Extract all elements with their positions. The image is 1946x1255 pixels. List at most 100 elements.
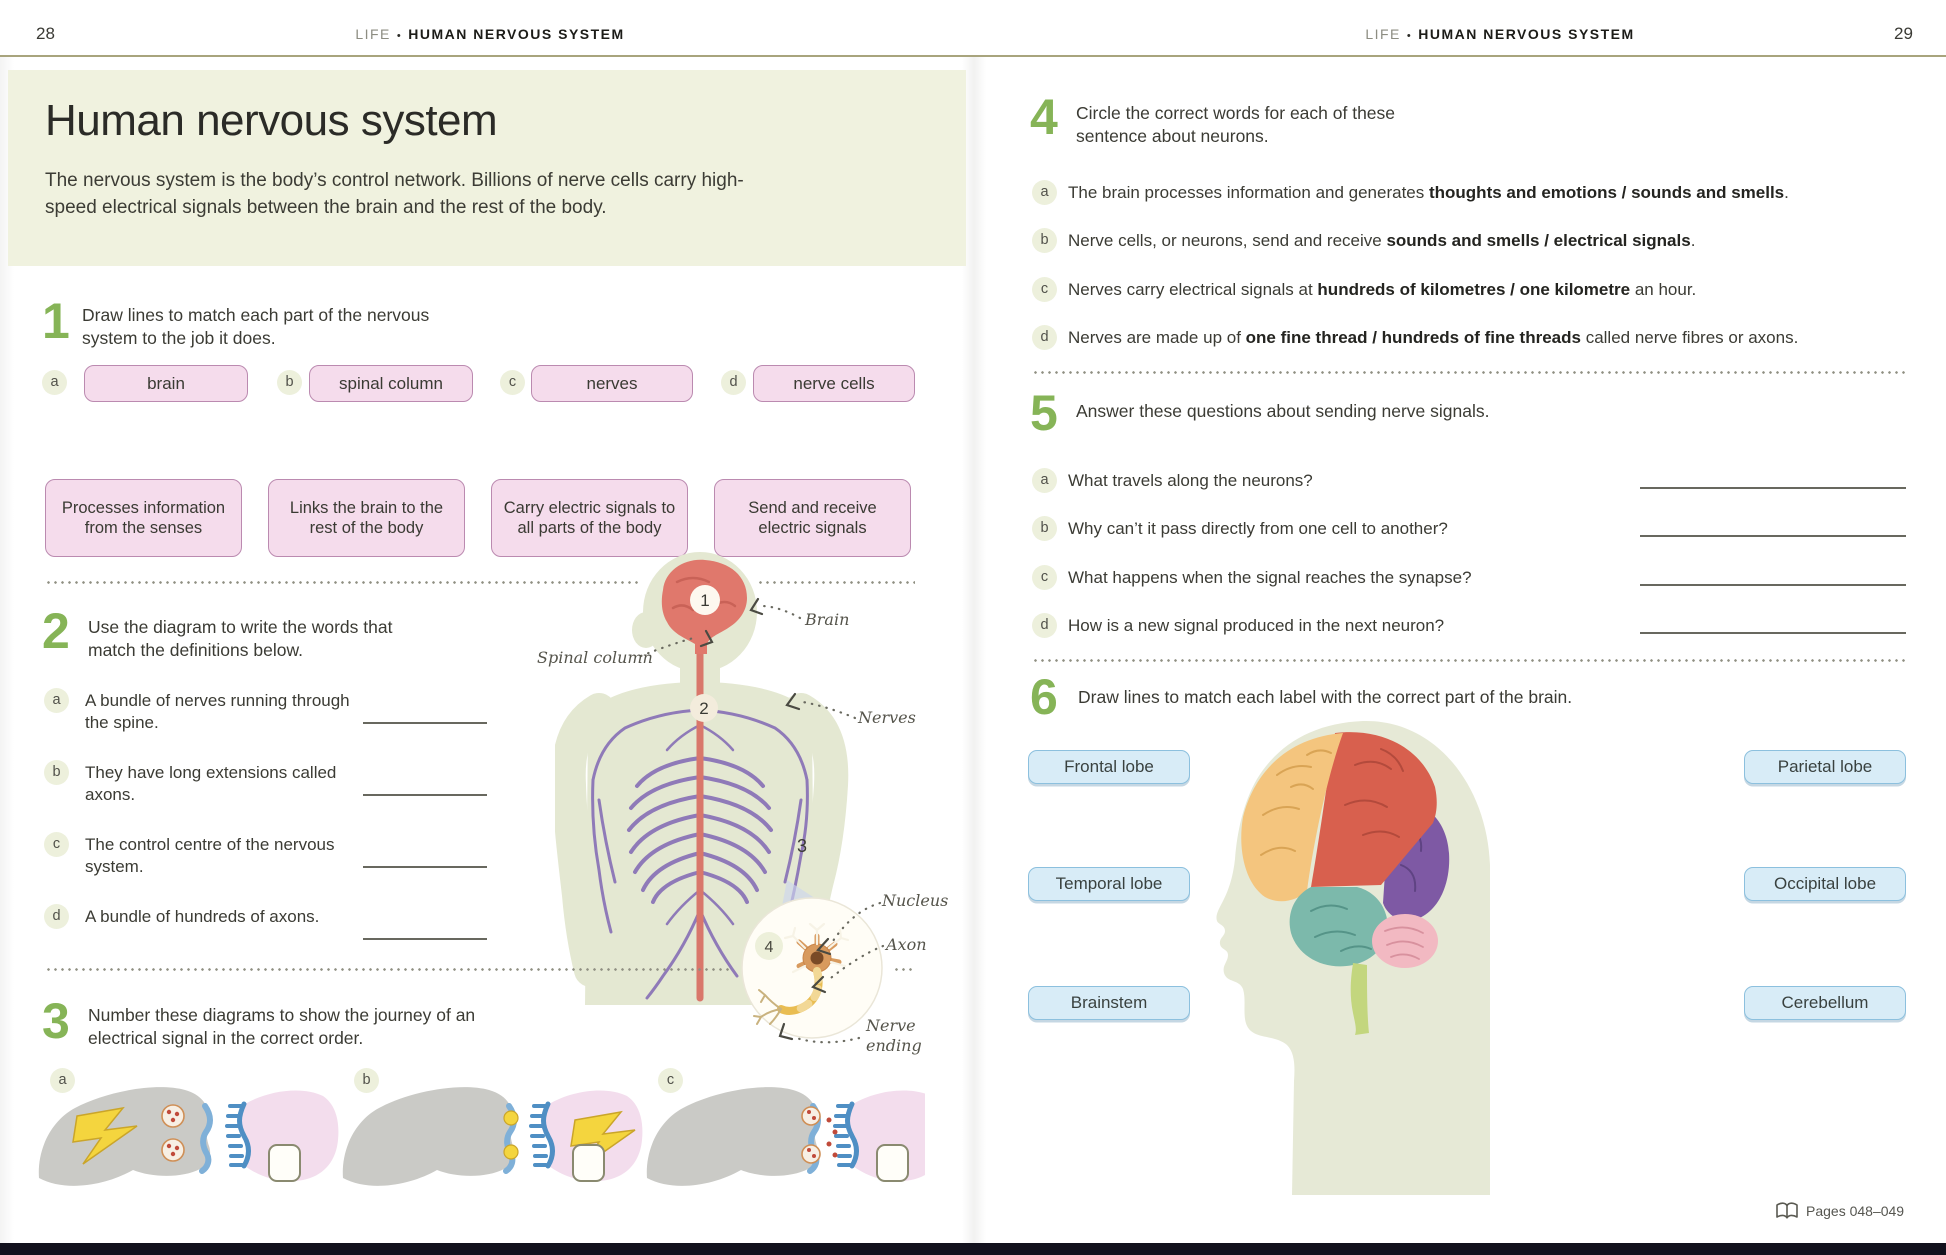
sentence-letter-a: a <box>1032 180 1057 205</box>
sentence-b-choices[interactable]: sounds and smells / electrical signals <box>1386 231 1691 250</box>
running-header-right: LIFE • HUMAN NERVOUS SYSTEM <box>1260 26 1740 42</box>
marker-2: 2 <box>699 699 708 718</box>
sentence-letter-b: b <box>1032 228 1057 253</box>
answer-line-2b[interactable] <box>363 793 487 796</box>
label-nerve-ending-line2: ending <box>866 1036 922 1055</box>
divider-dotted <box>45 968 733 971</box>
sentence-a-post: . <box>1784 183 1789 202</box>
answer-line-2c[interactable] <box>363 865 487 868</box>
brain-label-parietal-lobe[interactable]: Parietal lobe <box>1744 750 1906 784</box>
marker-2-circle <box>690 694 718 722</box>
exercise-3-number: 3 <box>42 993 70 1049</box>
marker-4: 4 <box>765 939 774 956</box>
term-letter-c: c <box>500 370 525 395</box>
sentence-d-choices[interactable]: one fine thread / hundreds of fine threa… <box>1245 328 1581 347</box>
order-checkbox-a[interactable] <box>268 1144 301 1182</box>
brainstem-region <box>1350 963 1369 1035</box>
term-letter-d: d <box>721 370 746 395</box>
term-letter-a: a <box>42 370 67 395</box>
definition-text-b: They have long extensions called axons. <box>85 763 337 805</box>
sentence-a-choices[interactable]: thoughts and emotions / sounds and smell… <box>1428 183 1785 202</box>
answer-line-5d[interactable] <box>1640 631 1906 634</box>
page-number-right: 29 <box>1894 24 1913 43</box>
definition-text-c: The control centre of the nervous system… <box>85 835 335 877</box>
term-box-nerve-cells[interactable]: nerve cells <box>753 365 915 402</box>
answer-line-5a[interactable] <box>1640 486 1906 489</box>
synapse-diagram-b <box>343 1087 643 1186</box>
job-box-carry-signals[interactable]: Carry electric signals to all parts of t… <box>491 479 688 557</box>
exercise-1-number: 1 <box>42 293 70 349</box>
answer-line-5b[interactable] <box>1640 534 1906 537</box>
book-icon <box>1776 1202 1798 1219</box>
brain-label-brainstem[interactable]: Brainstem <box>1028 986 1190 1020</box>
synapse-diagram-a <box>39 1087 339 1186</box>
job-box-send-receive[interactable]: Send and receive electric signals <box>714 479 911 557</box>
question-letter-b: b <box>1032 516 1057 541</box>
sentence-b-post: . <box>1690 231 1696 250</box>
question-a: What travels along the neurons? <box>1068 471 1313 490</box>
divider-dotted <box>1032 371 1908 374</box>
synapse-diagram-c <box>647 1087 925 1186</box>
term-box-brain[interactable]: brain <box>84 365 248 402</box>
answer-line-2d[interactable] <box>363 937 487 940</box>
frontal-lobe-region <box>1241 733 1343 902</box>
header-section: LIFE <box>355 26 391 42</box>
term-box-nerves[interactable]: nerves <box>531 365 693 402</box>
answer-line-2a[interactable] <box>363 721 487 724</box>
definition-letter-d: d <box>44 904 69 929</box>
sentence-d[interactable]: Nerves are made up of one fine thread / … <box>1068 327 1913 349</box>
label-nerves: Nerves <box>858 708 916 727</box>
nerve-ending-shape <box>753 989 782 1025</box>
sentence-c-choices[interactable]: hundreds of kilometres / one kilometre <box>1317 280 1631 299</box>
answer-line-5c[interactable] <box>1640 583 1906 586</box>
brain-label-temporal-lobe[interactable]: Temporal lobe <box>1028 867 1190 901</box>
header-title: HUMAN NERVOUS SYSTEM <box>408 26 625 42</box>
header-rule <box>0 55 1946 57</box>
header-bullet: • <box>1406 30 1413 42</box>
label-nerve-ending-line1: Nerve <box>866 1016 916 1035</box>
sentence-c[interactable]: Nerves carry electrical signals at hundr… <box>1068 279 1913 301</box>
question-letter-d: d <box>1032 613 1057 638</box>
nervous-system-diagram: 1 2 3 4 <box>555 552 885 1044</box>
term-box-spinal-column[interactable]: spinal column <box>309 365 473 402</box>
leader-lines <box>639 604 885 1044</box>
page-number-left: 28 <box>36 24 55 43</box>
page-edge-shade <box>0 57 14 1243</box>
brain-label-occipital-lobe[interactable]: Occipital lobe <box>1744 867 1906 901</box>
brain-label-cerebellum[interactable]: Cerebellum <box>1744 986 1906 1020</box>
exercise-5-number: 5 <box>1030 385 1058 441</box>
question-letter-c: c <box>1032 565 1057 590</box>
exercise-5-instruction: Answer these questions about sending ner… <box>1076 401 1490 421</box>
sentence-c-post: an hour. <box>1630 280 1697 299</box>
sentence-b[interactable]: Nerve cells, or neurons, send and receiv… <box>1068 230 1913 252</box>
header-section: LIFE <box>1365 26 1401 42</box>
brain-label-frontal-lobe[interactable]: Frontal lobe <box>1028 750 1190 784</box>
synapse-letter-b: b <box>354 1068 379 1093</box>
definition-text-a: A bundle of nerves running through the s… <box>85 691 350 733</box>
order-checkbox-c[interactable] <box>876 1144 909 1182</box>
exercise-4-instruction: Circle the correct words for each of the… <box>1076 103 1396 147</box>
definition-letter-a: a <box>44 688 69 713</box>
brain-diagram <box>1216 720 1490 1195</box>
label-spinal-column: Spinal column <box>537 648 653 667</box>
header-title: HUMAN NERVOUS SYSTEM <box>1418 26 1635 42</box>
marker-1: 1 <box>700 591 709 610</box>
exercise-3-instruction: Number these diagrams to show the journe… <box>88 1005 476 1049</box>
definition-text-d: A bundle of hundreds of axons. <box>85 907 320 926</box>
sentence-a[interactable]: The brain processes information and gene… <box>1068 182 1913 204</box>
page-gutter <box>962 57 986 1243</box>
order-checkbox-b[interactable] <box>572 1144 605 1182</box>
divider-dotted <box>893 968 915 971</box>
question-letter-a: a <box>1032 468 1057 493</box>
sentence-c-pre: Nerves carry electrical signals at <box>1068 280 1318 299</box>
question-b: Why can’t it pass directly from one cell… <box>1068 519 1448 538</box>
label-brain: Brain <box>805 610 850 629</box>
neuron-cell <box>753 922 850 1025</box>
divider-dotted <box>1032 659 1908 662</box>
job-box-processes-information[interactable]: Processes information from the senses <box>45 479 242 557</box>
job-box-links-brain[interactable]: Links the brain to the rest of the body <box>268 479 465 557</box>
nucleus-shape <box>810 951 824 965</box>
leader-arrowheads <box>699 597 832 1041</box>
divider-dotted <box>757 581 915 584</box>
label-nucleus: Nucleus <box>882 891 949 910</box>
